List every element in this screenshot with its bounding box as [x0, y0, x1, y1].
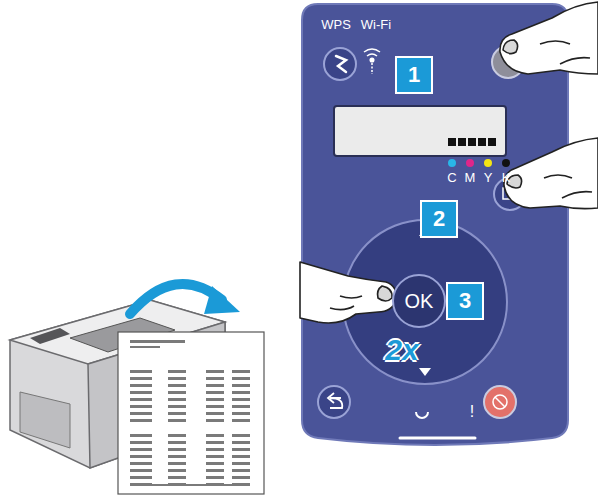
toner-letter: Y: [484, 171, 493, 184]
hand: [504, 138, 598, 209]
black-dot: [502, 159, 510, 167]
button-label: Wi-Fi: [361, 18, 391, 31]
down-arrow: [419, 368, 431, 376]
cyan-dot: [448, 159, 456, 167]
ready-icon: [416, 412, 428, 418]
press-count: 2x: [385, 335, 418, 365]
toner-letter: C: [447, 171, 456, 184]
page-text-lines: [130, 340, 250, 486]
hand: [300, 262, 396, 323]
toner-letter: K: [502, 171, 511, 184]
wps-icon: [336, 56, 346, 72]
wifi-icon: [364, 49, 380, 74]
output-arrowhead: [204, 286, 240, 314]
display-bar: [448, 138, 496, 146]
cancel-icon: [493, 395, 507, 409]
yellow-dot: [484, 159, 492, 167]
hand: [500, 2, 598, 74]
node-text: 3: [459, 288, 471, 314]
magenta-dot: [466, 159, 474, 167]
callout-number: 2: [420, 200, 458, 238]
back-icon: [328, 393, 342, 408]
lcd-display: [334, 106, 506, 156]
callout-number: 1: [395, 56, 433, 94]
indicator-label: !: [470, 404, 474, 420]
node-text: OK: [405, 290, 434, 313]
cancel-button: [484, 386, 516, 418]
node-text: 2: [433, 206, 445, 232]
printed-page: [118, 332, 264, 494]
ok-button: OK: [392, 274, 446, 328]
back-button: [318, 386, 350, 418]
node-text: 1: [408, 62, 420, 88]
wps-button: [324, 48, 356, 80]
callout-number: 3: [446, 282, 484, 320]
status-light: [400, 437, 475, 440]
toner-letter: M: [465, 171, 476, 184]
button-label: WPS: [321, 18, 351, 31]
